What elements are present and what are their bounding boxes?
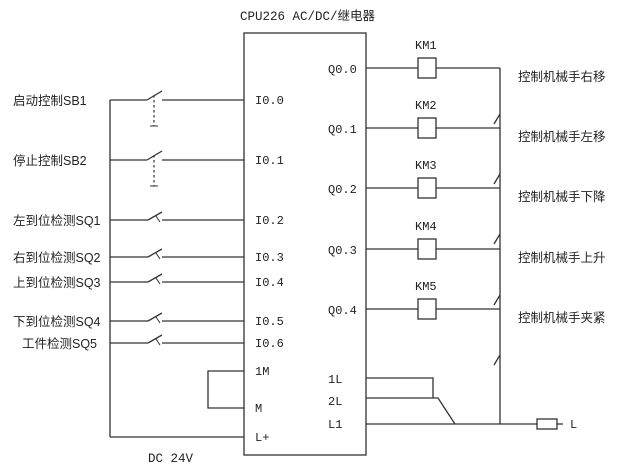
inputs-layer: 启动控制SB1 I0.0 停止控制SB2 I0.1 左到位检测SQ1 I0.2 右到位检测S… <box>13 90 284 351</box>
supply-label: L <box>570 418 577 432</box>
output-3: Q0.3 KM4 控制机械手上升 <box>328 220 606 306</box>
limit-switch-contact <box>147 334 163 344</box>
output-terminal: Q0.3 <box>328 244 357 258</box>
limit-switch-mark <box>155 338 161 346</box>
fuse <box>536 418 558 430</box>
wire-2l <box>366 397 456 425</box>
coil-label: KM3 <box>415 159 437 173</box>
input-3: 右到位检测SQ2 I0.3 <box>13 248 284 265</box>
input-terminal: I0.5 <box>255 315 284 329</box>
input-label: 启动控制SB1 <box>13 94 87 108</box>
input-0: 启动控制SB1 I0.0 <box>13 90 284 127</box>
relay-coil <box>417 177 437 199</box>
input-5: 下到位检测SQ4 I0.5 <box>13 312 284 329</box>
output-terminal: Q0.4 <box>328 304 357 318</box>
input-4: 上到位检测SQ3 I0.4 <box>13 273 284 290</box>
input-label: 下到位检测SQ4 <box>13 314 101 329</box>
power-label: DC 24V <box>148 452 194 466</box>
input-label: 左到位检测SQ1 <box>13 213 101 228</box>
outputs-layer: Q0.0 KM1 控制机械手右移 Q0.1 KM2 控制机械手左移 Q0.2 KM3 控制机械手… <box>328 39 606 366</box>
input-terminal: I0.0 <box>255 94 284 108</box>
output-desc: 控制机械手右移 <box>518 69 606 84</box>
terminal-1m: 1M <box>255 365 269 379</box>
m-loop-wire <box>207 370 244 409</box>
bus-notch <box>493 294 501 306</box>
coil-label: KM4 <box>415 220 437 234</box>
input-6: 工件检测SQ5 I0.6 <box>22 334 284 351</box>
output-terminal: Q0.2 <box>328 183 357 197</box>
bus-notch <box>493 233 501 245</box>
output-1: Q0.1 KM2 控制机械手左移 <box>328 99 606 185</box>
input-label: 右到位检测SQ2 <box>13 250 101 265</box>
relay-coil <box>417 117 437 139</box>
limit-switch-mark <box>155 252 161 260</box>
input-terminal: I0.2 <box>255 214 284 228</box>
terminal-lplus: L+ <box>255 431 269 445</box>
input-terminal: I0.1 <box>255 154 284 168</box>
bus-notch <box>493 173 501 185</box>
input-terminal: I0.4 <box>255 276 284 290</box>
limit-switch-contact <box>147 273 163 283</box>
input-terminal: I0.6 <box>255 337 284 351</box>
output-desc: 控制机械手上升 <box>518 250 606 265</box>
output-0: Q0.0 KM1 控制机械手右移 <box>328 39 606 125</box>
wire-1l <box>366 377 434 398</box>
output-desc: 控制机械手夹紧 <box>518 310 606 325</box>
relay-coil <box>417 238 437 260</box>
relay-coil <box>417 57 437 79</box>
output-desc: 控制机械手左移 <box>518 129 606 144</box>
coil-label: KM5 <box>415 280 437 294</box>
coil-label: KM2 <box>415 99 437 113</box>
limit-switch-contact <box>147 312 163 322</box>
input-label: 工件检测SQ5 <box>22 336 97 351</box>
output-terminal: Q0.1 <box>328 123 357 137</box>
limit-switch-mark <box>155 277 161 285</box>
terminal-1l: 1L <box>328 373 342 387</box>
terminal-l1: L1 <box>328 418 342 432</box>
input-label: 上到位检测SQ3 <box>13 275 101 290</box>
input-terminal: I0.3 <box>255 251 284 265</box>
output-desc: 控制机械手下降 <box>518 189 606 204</box>
limit-switch-contact <box>147 211 163 221</box>
diagram-title: CPU226 AC/DC/继电器 <box>240 9 376 24</box>
limit-switch-mark <box>155 316 161 324</box>
limit-switch-mark <box>155 215 161 223</box>
output-4: Q0.4 KM5 控制机械手夹紧 <box>328 280 606 366</box>
terminal-m: M <box>255 402 262 416</box>
bus-notch <box>493 354 501 366</box>
terminal-2l: 2L <box>328 395 342 409</box>
limit-switch-contact <box>147 248 163 258</box>
bus-notch <box>493 113 501 125</box>
plc-body <box>243 32 367 456</box>
output-2: Q0.2 KM3 控制机械手下降 <box>328 159 606 245</box>
relay-coil <box>417 298 437 320</box>
input-label: 停止控制SB2 <box>13 153 87 168</box>
input-2: 左到位检测SQ1 I0.2 <box>13 211 284 228</box>
input-1: 停止控制SB2 I0.1 <box>13 150 284 187</box>
coil-label: KM1 <box>415 39 437 53</box>
output-terminal: Q0.0 <box>328 63 357 77</box>
